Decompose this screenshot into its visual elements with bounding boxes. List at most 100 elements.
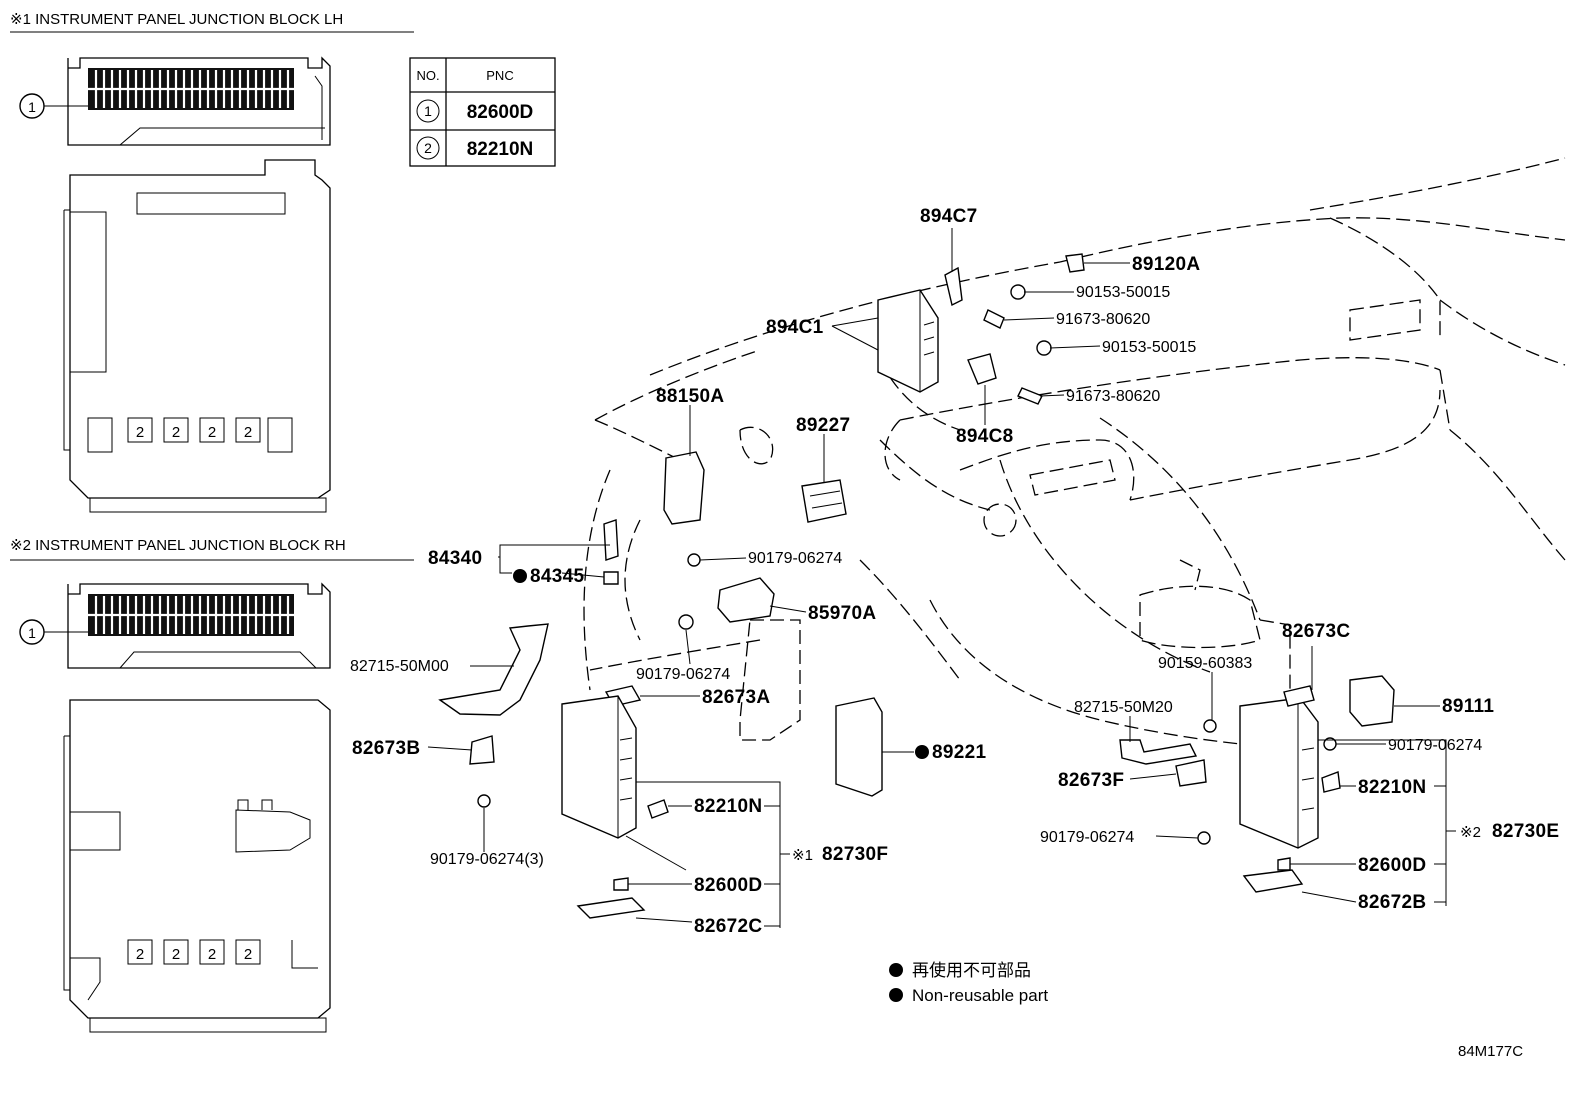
section-title-lh: ※1 INSTRUMENT PANEL JUNCTION BLOCK LH — [10, 11, 343, 28]
ecu-89221-icon — [835, 697, 883, 797]
legend-en: Non-reusable part — [912, 986, 1048, 1005]
clip-89120a-icon — [1065, 253, 1085, 273]
clip-90179-icon — [678, 614, 694, 630]
relay-89111-icon — [1349, 675, 1395, 727]
label-84340[interactable]: 84340 — [428, 548, 482, 569]
terminal-row-lh: 2 2 2 2 — [127, 417, 261, 443]
label-84345[interactable]: 84345 — [530, 566, 584, 587]
legend: 再使用不可部品 Non-reusable part — [889, 960, 1048, 1005]
label-894c1[interactable]: 894C1 — [766, 317, 824, 338]
connector-82210n-icon — [1321, 771, 1341, 793]
non-reusable-dot-icon — [513, 569, 527, 583]
bolt-90159-icon — [1203, 719, 1217, 733]
section-rh: ※2 INSTRUMENT PANEL JUNCTION BLOCK RH 1 — [10, 537, 414, 1033]
junction-block-lh-icon — [561, 695, 637, 839]
bracket-82715-50m20-icon — [1119, 739, 1198, 765]
cover-82672b-icon — [1242, 869, 1304, 893]
label-894c8[interactable]: 894C8 — [956, 426, 1014, 447]
svg-text:1: 1 — [424, 103, 432, 119]
label-82715-50m00[interactable]: 82715-50M00 — [350, 658, 449, 675]
svg-text:2: 2 — [172, 424, 180, 441]
legend-jp: 再使用不可部品 — [912, 960, 1031, 980]
non-reusable-dot-icon — [889, 963, 903, 977]
label-82600d-lh[interactable]: 82600D — [694, 875, 762, 896]
bolt-90153-icon — [1010, 284, 1026, 300]
label-85970a[interactable]: 85970A — [808, 603, 876, 624]
label-90179-06274-3[interactable]: 90179-06274(3) — [430, 851, 544, 868]
label-82673f[interactable]: 82673F — [1058, 770, 1124, 791]
label-89227[interactable]: 89227 — [796, 415, 850, 436]
label-82673a[interactable]: 82673A — [702, 687, 770, 708]
pnc-table: NO. PNC 1 82600D 2 82210N — [409, 57, 556, 167]
label-90179-06274-a[interactable]: 90179-06274 — [748, 550, 842, 567]
bracket-82715-50m00-icon — [438, 623, 549, 716]
part-labels: 894C7 89120A 90153-50015 91673-80620 894… — [350, 206, 1559, 937]
label-82672c[interactable]: 82672C — [694, 916, 762, 937]
svg-text:2: 2 — [244, 946, 252, 963]
label-90179-06274-c[interactable]: 90179-06274 — [1388, 737, 1482, 754]
label-82730e[interactable]: 82730E — [1492, 821, 1559, 842]
clip-90179-icon — [687, 553, 701, 567]
non-reusable-dot-icon — [915, 745, 929, 759]
svg-text:2: 2 — [136, 946, 144, 963]
connector-82210n-icon — [647, 799, 669, 819]
bolt-91673-icon — [983, 309, 1005, 329]
section-lh: ※1 INSTRUMENT PANEL JUNCTION BLOCK LH 1 — [10, 11, 414, 513]
label-82673c[interactable]: 82673C — [1282, 621, 1350, 642]
clip-84345-icon — [603, 571, 619, 585]
svg-text:1: 1 — [28, 625, 36, 641]
label-91673-80620-b[interactable]: 91673-80620 — [1066, 388, 1160, 405]
svg-text:82210N: 82210N — [467, 139, 534, 160]
clip-90179-icon — [1197, 831, 1211, 845]
svg-text:2: 2 — [208, 424, 216, 441]
part-shapes — [438, 253, 1395, 919]
clip-90179-icon — [477, 794, 491, 808]
svg-text:NO.: NO. — [416, 68, 439, 83]
label-89221[interactable]: 89221 — [932, 742, 986, 763]
label-90179-06274-b[interactable]: 90179-06274 — [636, 666, 730, 683]
label-91673-80620-a[interactable]: 91673-80620 — [1056, 311, 1150, 328]
bracket-894c8-icon — [967, 353, 997, 385]
bracket-82673f-icon — [1175, 759, 1207, 787]
svg-text:82600D: 82600D — [467, 102, 534, 123]
bracket-82673b-icon — [469, 735, 495, 765]
connector-82600d-icon — [1277, 857, 1291, 871]
sensor-88150a-icon — [663, 451, 705, 525]
junction-block-rh-icon — [1239, 697, 1319, 849]
label-90179-06274-d[interactable]: 90179-06274 — [1040, 829, 1134, 846]
svg-text:※2: ※2 — [1460, 824, 1481, 841]
non-reusable-dot-icon — [889, 988, 903, 1002]
svg-text:2: 2 — [136, 424, 144, 441]
label-894c7[interactable]: 894C7 — [920, 206, 978, 227]
connector-82600d-icon — [613, 877, 629, 891]
label-82730f[interactable]: 82730F — [822, 844, 888, 865]
svg-text:1: 1 — [28, 99, 36, 115]
svg-text:2: 2 — [172, 946, 180, 963]
switch-84340-icon — [603, 519, 619, 561]
bolt-90153-icon — [1036, 340, 1052, 356]
unit-85970a-icon — [717, 577, 775, 623]
unit-89227-icon — [801, 479, 847, 523]
label-82673b[interactable]: 82673B — [352, 738, 420, 759]
svg-text:※1: ※1 — [792, 847, 813, 864]
svg-text:2: 2 — [244, 424, 252, 441]
label-90153-50015-a[interactable]: 90153-50015 — [1076, 284, 1170, 301]
bolt-91673-icon — [1017, 387, 1043, 405]
label-90159-60383[interactable]: 90159-60383 — [1158, 655, 1252, 672]
diagram-reference: 84M177C — [1458, 1043, 1523, 1060]
label-82210n-lh[interactable]: 82210N — [694, 796, 762, 817]
label-82672b[interactable]: 82672B — [1358, 892, 1426, 913]
dashboard-outline — [583, 157, 1566, 746]
label-82715-50m20[interactable]: 82715-50M20 — [1074, 699, 1173, 716]
label-90153-50015-b[interactable]: 90153-50015 — [1102, 339, 1196, 356]
ecu-894c1-icon — [877, 289, 939, 393]
label-89111[interactable]: 89111 — [1442, 696, 1494, 717]
label-89120a[interactable]: 89120A — [1132, 254, 1200, 275]
label-82600d-rh[interactable]: 82600D — [1358, 855, 1426, 876]
label-88150a[interactable]: 88150A — [656, 386, 724, 407]
section-title-rh: ※2 INSTRUMENT PANEL JUNCTION BLOCK RH — [10, 537, 346, 554]
terminal-row-rh: 2 2 2 2 — [127, 939, 261, 965]
svg-text:2: 2 — [424, 140, 432, 156]
label-82210n-rh[interactable]: 82210N — [1358, 777, 1426, 798]
